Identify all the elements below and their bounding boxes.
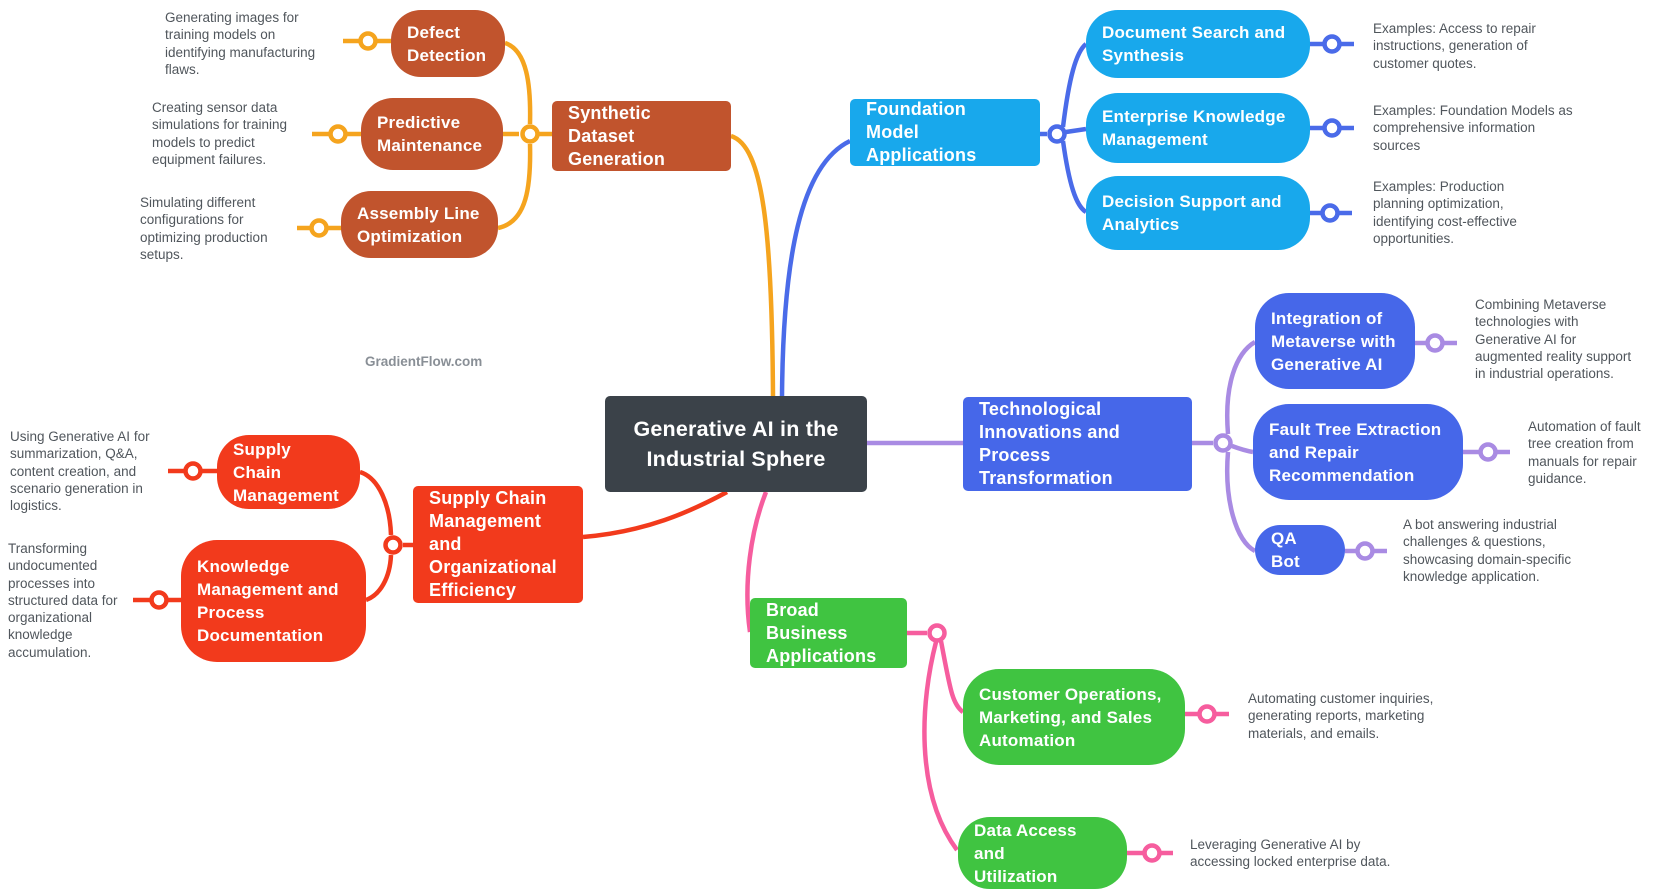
link-curve: [1060, 140, 1088, 214]
link-curve: [730, 133, 776, 398]
node-defect-detection[interactable]: Defect Detection: [391, 10, 505, 77]
note-predictive-maintenance: Creating sensor data simulations for tra…: [152, 100, 288, 167]
node-document-search-synthesis[interactable]: Document Search and Synthesis: [1086, 10, 1310, 78]
note-qa-bot: A bot answering industrial challenges & …: [1403, 517, 1572, 584]
node-assembly-line-optimization[interactable]: Assembly Line Optimization: [341, 191, 498, 258]
link-curve: [922, 641, 959, 852]
link-ring: [1322, 118, 1342, 138]
link-curve: [745, 491, 769, 633]
node-customer-operations-automation[interactable]: Customer Operations, Marketing, and Sale…: [963, 669, 1185, 765]
node-enterprise-knowledge-management[interactable]: Enterprise Knowledge Management: [1086, 93, 1310, 163]
link-line: [1065, 126, 1087, 135]
node-predictive-maintenance[interactable]: Predictive Maintenance: [361, 98, 503, 170]
junction-ring: [1213, 433, 1233, 453]
junction-ring: [927, 623, 947, 643]
link-ring: [1322, 34, 1342, 54]
node-center-topic[interactable]: Generative AI in the Industrial Sphere: [605, 396, 867, 492]
node-synthetic-dataset-generation[interactable]: Synthetic Dataset Generation: [552, 101, 731, 171]
link-ring: [1355, 541, 1375, 561]
supply-branch-links: [133, 461, 729, 610]
node-decision-support-analytics[interactable]: Decision Support and Analytics: [1086, 176, 1310, 250]
note-fault-tree-extraction: Automation of fault tree creation from m…: [1528, 419, 1641, 486]
link-ring: [358, 31, 378, 51]
link-curve: [497, 143, 533, 231]
link-ring: [1425, 333, 1445, 353]
link-curve: [504, 40, 533, 125]
link-curve: [1060, 42, 1088, 128]
junction-ring: [383, 535, 403, 555]
note-defect-detection: Generating images for training models on…: [165, 10, 316, 77]
link-ring: [309, 218, 329, 238]
synthetic-branch-links: [297, 31, 776, 398]
note-document-search-synthesis: Examples: Access to repair instructions,…: [1373, 21, 1536, 71]
node-knowledge-management-docs[interactable]: Knowledge Management and Process Documen…: [181, 540, 366, 662]
note-supply-chain-management: Using Generative AI for summarization, Q…: [10, 429, 150, 514]
note-enterprise-knowledge-management: Examples: Foundation Models as comprehen…: [1373, 103, 1573, 153]
link-ring: [1197, 704, 1217, 724]
note-customer-operations-automation: Automating customer inquiries, generatin…: [1248, 691, 1434, 741]
junction-ring: [1047, 124, 1067, 144]
node-integration-metaverse[interactable]: Integration of Metaverse with Generative…: [1255, 293, 1415, 389]
link-curve: [1225, 451, 1257, 553]
link-ring: [1142, 843, 1162, 863]
note-assembly-line-optimization: Simulating different configurations for …: [140, 195, 268, 262]
node-foundation-model-applications[interactable]: Foundation Model Applications: [850, 99, 1040, 166]
node-data-access-utilization[interactable]: Data Access and Utilization: [958, 817, 1127, 889]
link-ring: [183, 461, 203, 481]
note-knowledge-management-docs: Transforming undocumented processes into…: [8, 541, 118, 660]
note-decision-support-analytics: Examples: Production planning optimizati…: [1373, 179, 1517, 246]
link-curve: [1231, 443, 1254, 455]
link-ring: [328, 124, 348, 144]
node-supply-chain-org-efficiency[interactable]: Supply Chain Management and Organization…: [413, 486, 583, 603]
node-broad-business-applications[interactable]: Broad Business Applications: [750, 598, 907, 668]
link-curve: [779, 138, 851, 398]
link-ring: [1320, 203, 1340, 223]
link-curve: [359, 469, 394, 536]
foundation-branch-links: [779, 34, 1354, 398]
junction-ring: [520, 124, 540, 144]
note-integration-metaverse: Combining Metaverse technologies with Ge…: [1475, 297, 1632, 382]
link-curve: [1225, 340, 1257, 435]
node-technological-innovations[interactable]: Technological Innovations and Process Tr…: [963, 397, 1192, 491]
tech-branch-links: [867, 333, 1510, 561]
broad-branch-links: [745, 491, 1229, 863]
node-qa-bot[interactable]: QA Bot: [1255, 525, 1345, 575]
link-ring: [149, 590, 169, 610]
link-curve: [582, 490, 729, 540]
node-supply-chain-management[interactable]: Supply Chain Management: [217, 435, 360, 509]
note-data-access-utilization: Leveraging Generative AI by accessing lo…: [1190, 837, 1391, 870]
node-fault-tree-extraction[interactable]: Fault Tree Extraction and Repair Recomme…: [1253, 404, 1463, 500]
link-curve: [938, 640, 965, 714]
watermark: GradientFlow.com: [365, 354, 483, 369]
link-ring: [1478, 442, 1498, 462]
link-curve: [365, 554, 394, 603]
